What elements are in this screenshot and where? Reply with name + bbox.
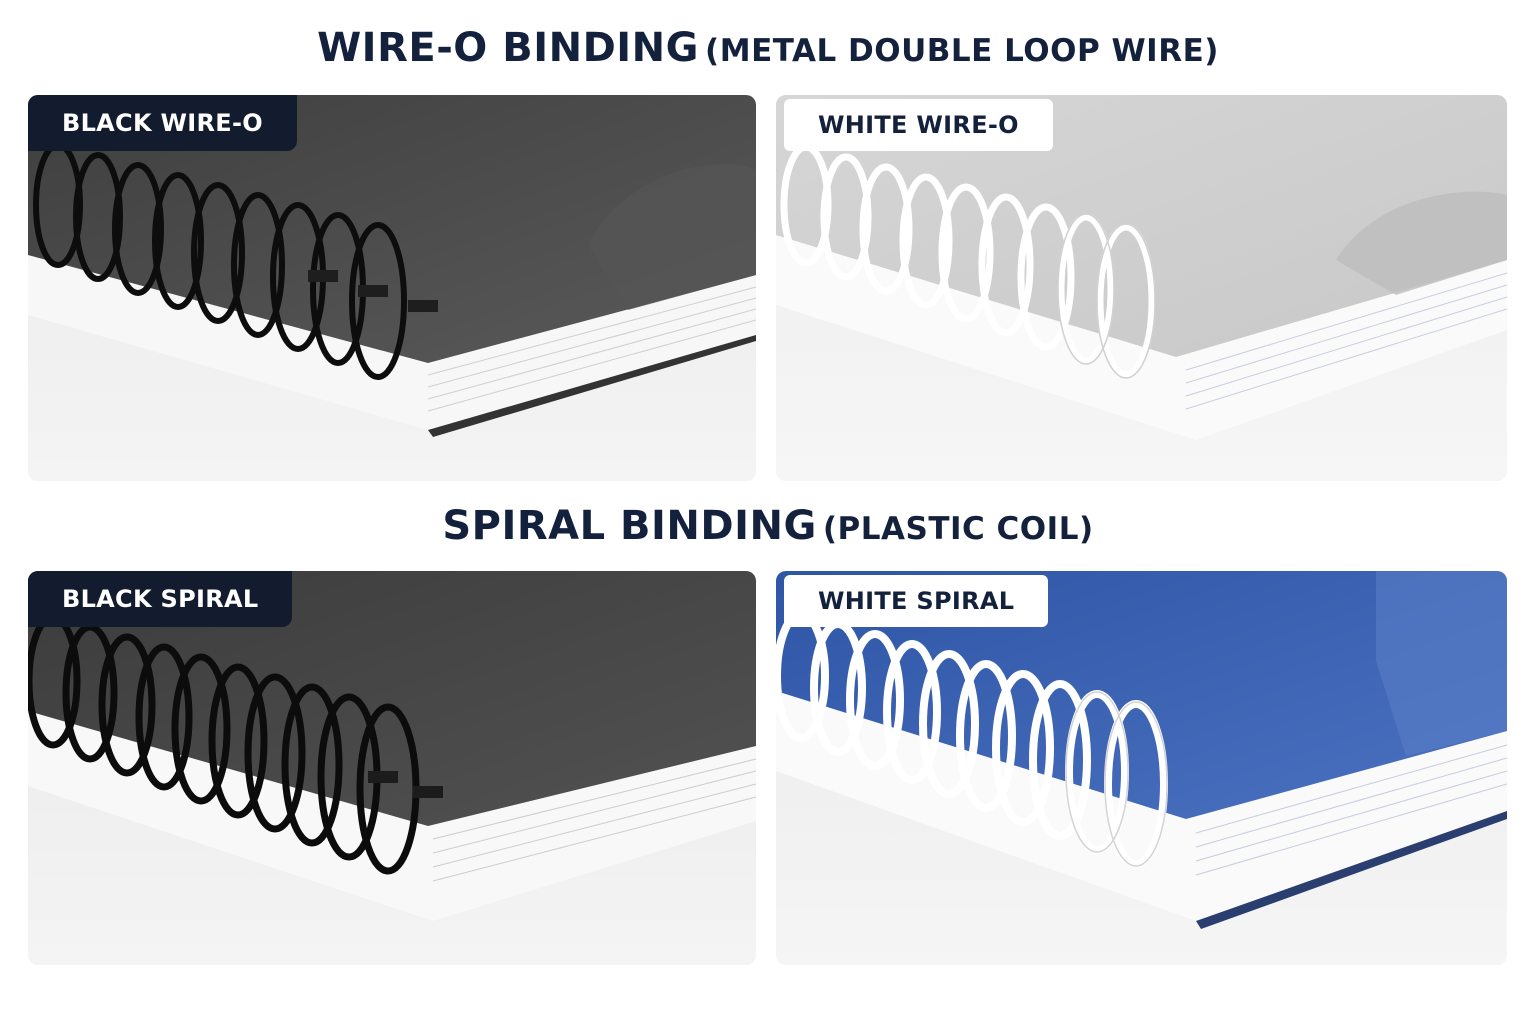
black-wire-o-notebook-image [28, 95, 756, 481]
wire-o-section-title: WIRE-O BINDING (METAL DOUBLE LOOP WIRE) [0, 25, 1536, 71]
wire-o-title-sub: (METAL DOUBLE LOOP WIRE) [705, 33, 1219, 69]
white-spiral-notebook-image [776, 571, 1507, 965]
white-spiral-photo: WHITE SPIRAL [776, 571, 1507, 965]
spiral-section-title: SPIRAL BINDING (PLASTIC COIL) [0, 503, 1536, 549]
white-wire-o-label: WHITE WIRE-O [784, 99, 1053, 151]
spiral-title-sub: (PLASTIC COIL) [822, 511, 1094, 547]
black-spiral-label: BLACK SPIRAL [28, 571, 293, 627]
spiral-title-main: SPIRAL BINDING [442, 503, 817, 549]
wire-o-title-main: WIRE-O BINDING [317, 25, 699, 71]
white-wire-o-photo: WHITE WIRE-O [776, 95, 1507, 481]
white-wire-o-notebook-image [776, 95, 1507, 481]
black-spiral-notebook-image [28, 571, 756, 965]
black-wire-o-photo: BLACK WIRE-O [28, 95, 756, 481]
white-spiral-label: WHITE SPIRAL [784, 575, 1049, 627]
black-wire-o-label: BLACK WIRE-O [28, 95, 297, 151]
black-spiral-photo: BLACK SPIRAL [28, 571, 756, 965]
